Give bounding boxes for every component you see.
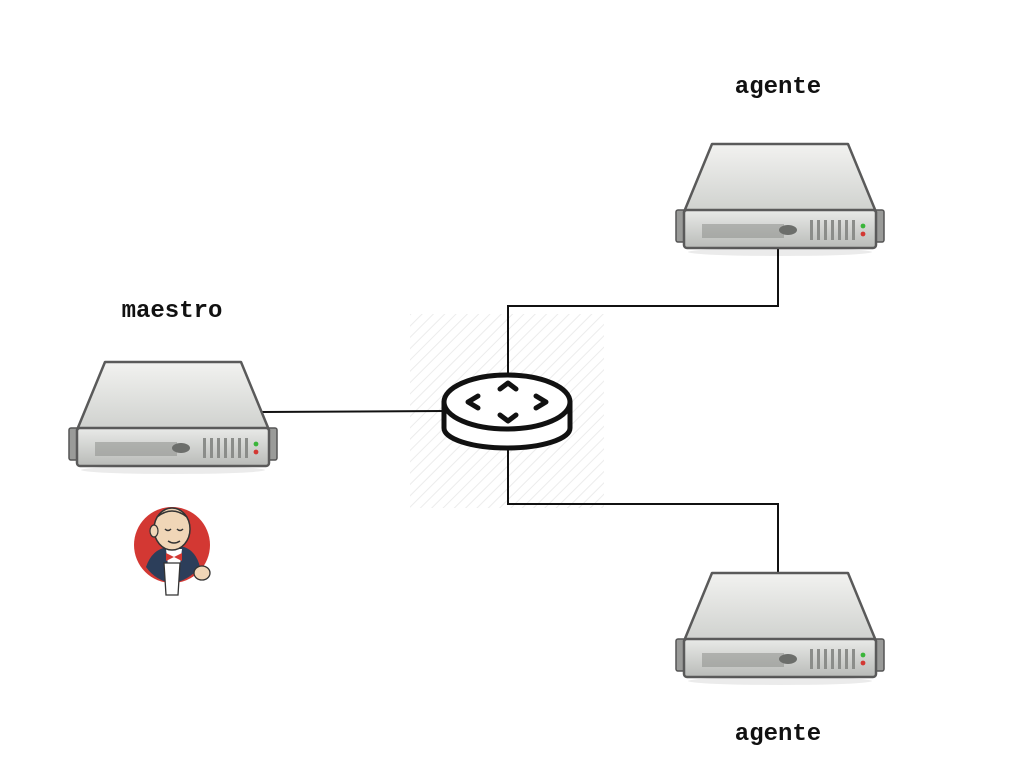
connections	[261, 246, 779, 574]
jenkins-butler-icon	[134, 507, 211, 596]
edge-router-agent-top	[507, 246, 779, 380]
server-icon	[674, 571, 886, 687]
agent-bottom-label: agente	[734, 721, 822, 748]
edge-router-agent-bottom	[507, 440, 779, 574]
master-label: maestro	[121, 298, 223, 325]
router-icon	[441, 372, 573, 451]
server-icon	[674, 142, 886, 258]
server-icon	[67, 360, 279, 476]
edge-master-router	[261, 410, 445, 413]
agent-top-label: agente	[734, 74, 822, 101]
